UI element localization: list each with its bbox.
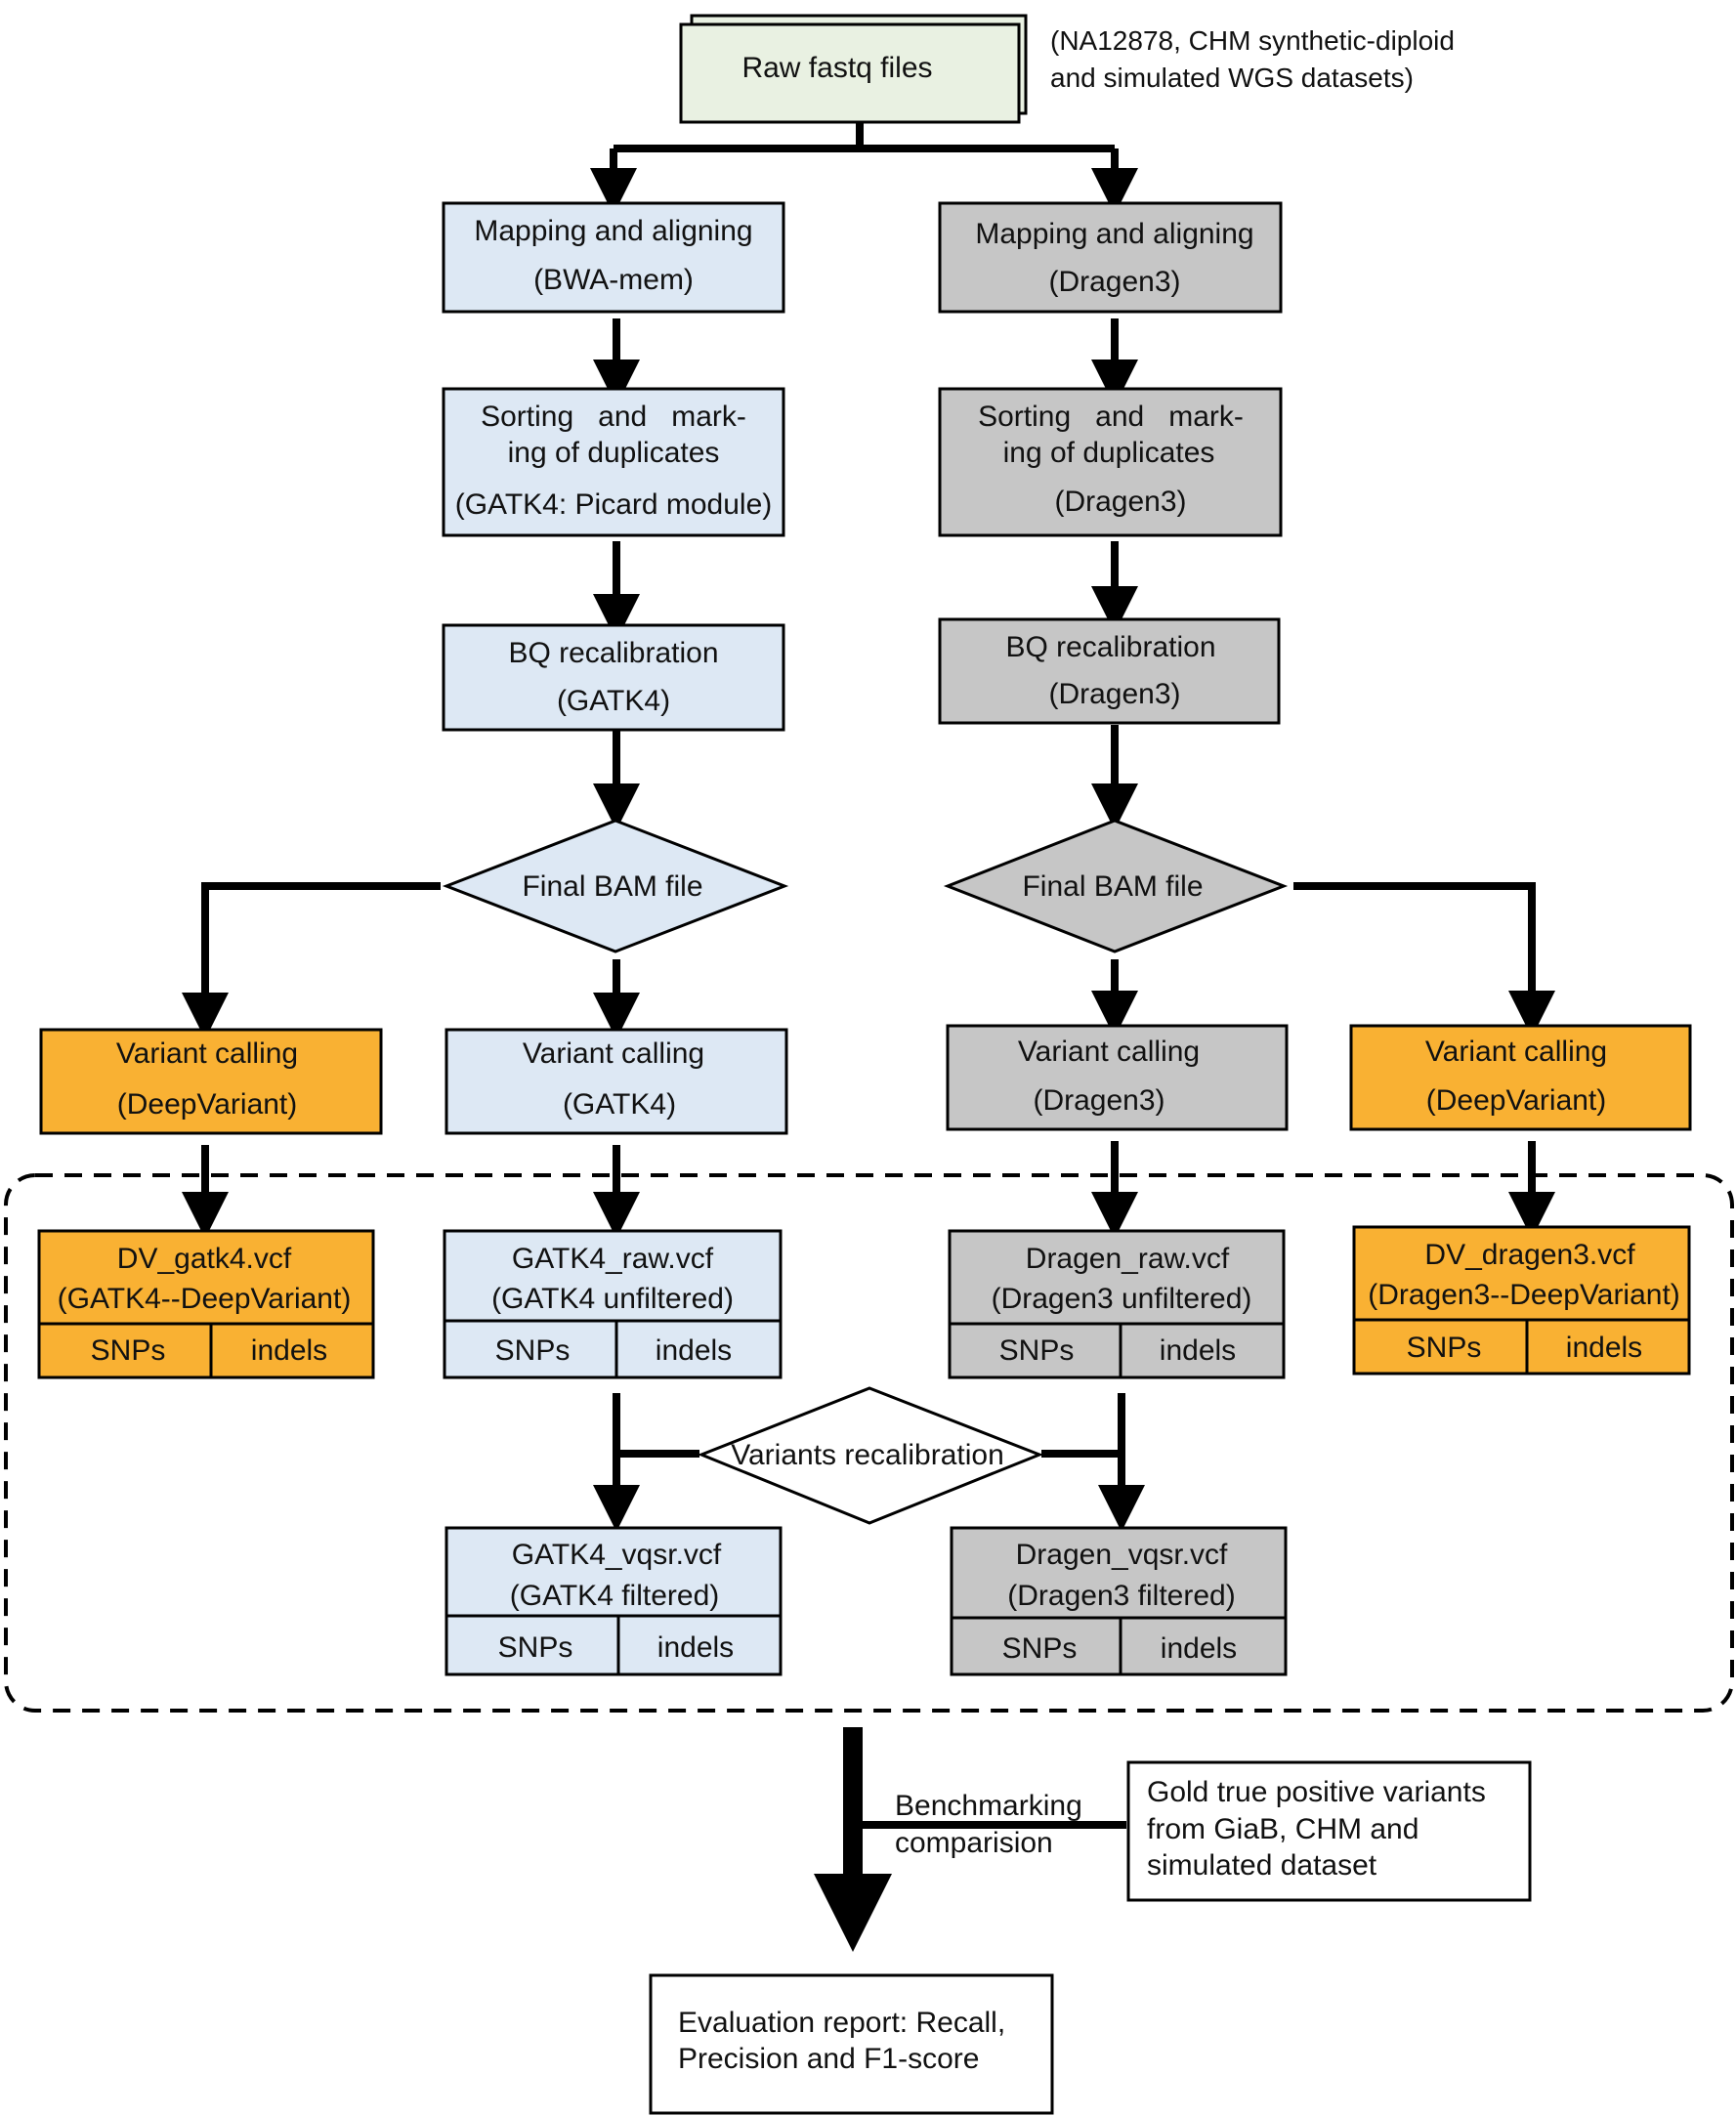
gold-line2: from GiaB, CHM and <box>1147 1813 1418 1845</box>
dragen-bam-to-dv-connector <box>1293 882 1555 1037</box>
dragen-final-bam-label: Final BAM file <box>1022 870 1203 903</box>
variants-recalibration-node: Variants recalibration <box>697 1386 1044 1525</box>
dv-gatk-vcf-subtitle: (GATK4--DeepVariant) <box>58 1283 352 1315</box>
gatk-sorting-line1: Sorting and mark- <box>481 401 746 433</box>
dv-gatk-snps-cell: SNPs <box>91 1334 166 1367</box>
dv-dragen-snps-cell: SNPs <box>1407 1332 1482 1364</box>
dragen-vc-tool: (Dragen3) <box>1033 1084 1164 1117</box>
vcf-group-box <box>4 1173 1734 1713</box>
gatk-raw-vcf-title: GATK4_raw.vcf <box>512 1243 714 1275</box>
gatk-bq-title: BQ recalibration <box>508 637 718 669</box>
dataset-note-line1: (NA12878, CHM synthetic-diploid <box>1050 25 1455 56</box>
gatk-vqsr-snps-cell: SNPs <box>498 1631 573 1664</box>
dv-dragen-vc-tool: (DeepVariant) <box>1426 1084 1607 1117</box>
report-line1: Evaluation report: Recall, <box>678 2007 1005 2039</box>
dragen-sorting-line2: ing of duplicates <box>1003 437 1215 469</box>
dragen-vqsr-vcf-subtitle: (Dragen3 filtered) <box>1007 1580 1235 1612</box>
dragen-mapping-tool: (Dragen3) <box>1048 266 1180 298</box>
gatk-sorting-tool: (GATK4: Picard module) <box>455 488 773 521</box>
dv-dragen-indels-cell: indels <box>1566 1332 1642 1364</box>
split-connector <box>614 119 1115 152</box>
gatk-vqsr-vcf-subtitle: (GATK4 filtered) <box>510 1580 720 1612</box>
dv-gatk-variant-calling-node: Variant calling (DeepVariant) <box>39 1028 383 1135</box>
dragen-raw-vcf-subtitle: (Dragen3 unfiltered) <box>992 1283 1252 1315</box>
connectors <box>182 119 1555 1829</box>
dragen-bq-title: BQ recalibration <box>1005 631 1215 663</box>
gatk-vc-tool: (GATK4) <box>563 1088 676 1121</box>
gatk-mapping-tool: (BWA-mem) <box>533 264 694 296</box>
gatk-variant-calling-node: Variant calling (GATK4) <box>445 1028 788 1135</box>
raw-fastq-node: Raw fastq files <box>679 14 1028 124</box>
variants-recalibration-label: Variants recalibration <box>731 1439 1004 1471</box>
gatk-mapping-node: Mapping and aligning (BWA-mem) <box>442 201 785 314</box>
dv-dragen-vc-title: Variant calling <box>1425 1036 1607 1068</box>
dragen-vqsr-snps-cell: SNPs <box>1002 1632 1078 1665</box>
dragen-sorting-tool: (Dragen3) <box>1054 486 1186 518</box>
gold-line1: Gold true positive variants <box>1147 1776 1486 1808</box>
gatk-raw-indels-cell: indels <box>656 1334 732 1367</box>
gatk-raw-snps-cell: SNPs <box>495 1334 571 1367</box>
gatk-sorting-line2: ing of duplicates <box>508 437 720 469</box>
gatk-vqsr-indels-cell: indels <box>657 1631 734 1664</box>
dragen-bq-node: BQ recalibration (Dragen3) <box>938 617 1281 725</box>
dragen-raw-vcf-title: Dragen_raw.vcf <box>1026 1243 1230 1275</box>
dragen-mapping-title: Mapping and aligning <box>975 218 1253 250</box>
gatk-vqsr-vcf-title: GATK4_vqsr.vcf <box>512 1539 722 1571</box>
dragen-variant-calling-node: Variant calling (Dragen3) <box>946 1024 1289 1131</box>
dv-gatk-vcf-node: DV_gatk4.vcf (GATK4--DeepVariant) SNPs i… <box>37 1229 375 1379</box>
gatk-final-bam-node: Final BAM file <box>442 819 789 953</box>
gatk-final-bam-label: Final BAM file <box>522 870 702 903</box>
dv-gatk-vc-tool: (DeepVariant) <box>117 1088 298 1121</box>
dragen-mapping-node: Mapping and aligning (Dragen3) <box>938 201 1283 314</box>
evaluation-report-node: Evaluation report: Recall, Precision and… <box>649 1973 1054 2115</box>
dragen-vqsr-vcf-title: Dragen_vqsr.vcf <box>1016 1539 1228 1571</box>
dv-gatk-vcf-title: DV_gatk4.vcf <box>117 1243 292 1275</box>
dragen-raw-vcf-node: Dragen_raw.vcf (Dragen3 unfiltered) SNPs… <box>948 1229 1286 1379</box>
gatk-raw-vcf-subtitle: (GATK4 unfiltered) <box>491 1283 734 1315</box>
dragen-vc-title: Variant calling <box>1018 1036 1200 1068</box>
gold-standard-node: Gold true positive variants from GiaB, C… <box>1126 1760 1532 1902</box>
gatk-bam-to-dv-connector <box>182 882 441 1039</box>
gatk-vc-title: Variant calling <box>523 1037 704 1070</box>
dragen-bq-tool: (Dragen3) <box>1048 678 1180 710</box>
dragen-vqsr-vcf-node: Dragen_vqsr.vcf (Dragen3 filtered) SNPs … <box>950 1526 1288 1676</box>
dv-gatk-indels-cell: indels <box>251 1334 327 1367</box>
gatk-sorting-node: Sorting and mark- ing of duplicates (GAT… <box>442 387 785 537</box>
gatk-bq-tool: (GATK4) <box>557 685 670 717</box>
dv-dragen-vcf-subtitle: (Dragen3--DeepVariant) <box>1368 1279 1680 1311</box>
dragen-vqsr-indels-cell: indels <box>1161 1632 1237 1665</box>
report-line2: Precision and F1-score <box>678 2043 979 2075</box>
dragen-final-bam-node: Final BAM file <box>943 819 1289 953</box>
dragen-sorting-line1: Sorting and mark- <box>978 401 1244 433</box>
dragen-raw-indels-cell: indels <box>1160 1334 1236 1367</box>
dv-dragen-vcf-node: DV_dragen3.vcf (Dragen3--DeepVariant) SN… <box>1352 1225 1691 1375</box>
dv-gatk-vc-title: Variant calling <box>116 1037 298 1070</box>
benchmarking-label-line1: Benchmarking <box>895 1790 1082 1822</box>
gatk-mapping-title: Mapping and aligning <box>474 215 752 247</box>
gold-line3: simulated dataset <box>1147 1849 1377 1882</box>
gatk-bq-node: BQ recalibration (GATK4) <box>442 623 785 732</box>
dv-dragen-vcf-title: DV_dragen3.vcf <box>1424 1239 1635 1271</box>
gatk-raw-vcf-node: GATK4_raw.vcf (GATK4 unfiltered) SNPs in… <box>443 1229 783 1379</box>
dragen-sorting-node: Sorting and mark- ing of duplicates (Dra… <box>938 387 1283 537</box>
dv-dragen-variant-calling-node: Variant calling (DeepVariant) <box>1349 1024 1692 1131</box>
dataset-note-line2: and simulated WGS datasets) <box>1050 63 1414 93</box>
benchmarking-label-line2: comparision <box>895 1827 1053 1859</box>
dragen-raw-snps-cell: SNPs <box>999 1334 1075 1367</box>
raw-fastq-label: Raw fastq files <box>741 52 932 84</box>
gatk-vqsr-vcf-node: GATK4_vqsr.vcf (GATK4 filtered) SNPs ind… <box>445 1526 783 1676</box>
